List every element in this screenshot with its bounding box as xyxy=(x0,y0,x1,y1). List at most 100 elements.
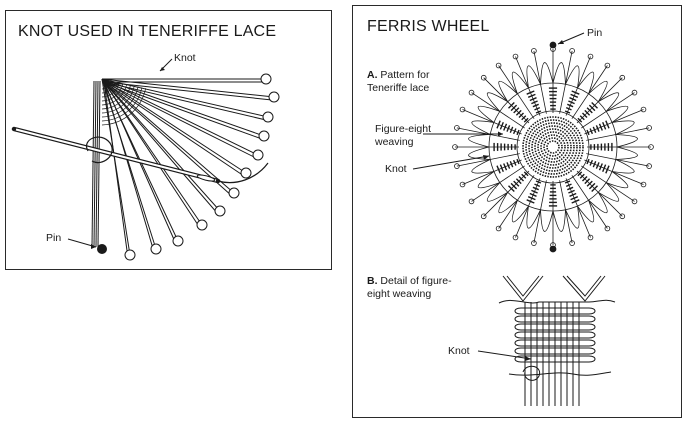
center-weaving xyxy=(531,125,575,169)
figure-eight-stitch xyxy=(571,199,580,204)
outer-loop xyxy=(606,105,629,123)
thread-line xyxy=(103,81,155,253)
spoke-thread xyxy=(533,180,547,244)
center-weaving xyxy=(537,131,569,163)
woven-arc xyxy=(101,81,116,94)
needle-icon xyxy=(11,126,269,184)
pin-head-icon xyxy=(124,249,136,261)
figure-eight-stitch xyxy=(605,165,610,174)
figure-eight-caption: Figure-eight weaving xyxy=(375,123,431,149)
pin-head-icon xyxy=(646,163,652,169)
figure-eight-weave xyxy=(514,331,596,339)
figure-eight-stitch xyxy=(598,163,603,171)
detail-knot-leader-line xyxy=(477,350,532,360)
spoke-thread xyxy=(581,165,635,202)
figure-eight-stitch xyxy=(582,112,588,118)
pin-head-icon xyxy=(172,235,184,247)
woven-arc xyxy=(101,83,124,102)
figure-eight-stitch xyxy=(592,161,597,168)
figure-eight-stitch xyxy=(516,129,520,136)
knot-leader-line xyxy=(412,155,490,170)
outer-loop xyxy=(511,200,529,223)
spoke-thread xyxy=(462,159,522,185)
figure-eight-stitch xyxy=(506,125,511,132)
figure-eight-weave xyxy=(514,347,596,355)
part-a-line1: Pattern for xyxy=(380,69,430,81)
figure-eight-stitch xyxy=(526,199,535,204)
figure-eight-stitch xyxy=(508,185,515,192)
figure-eight-stitch xyxy=(569,97,577,102)
figure-eight-stitch xyxy=(567,186,574,191)
figure-eight-stitch xyxy=(499,121,504,130)
pin-head-icon xyxy=(150,243,162,255)
pin-head-icon xyxy=(262,111,274,123)
part-b-line2: eight weaving xyxy=(367,288,432,300)
thread-v xyxy=(566,275,602,297)
ferris-wheel-title: FERRIS WHEEL xyxy=(367,18,490,35)
thread-line xyxy=(93,80,97,248)
spoke-thread xyxy=(462,109,522,135)
outer-loop xyxy=(577,71,595,94)
outer-loop xyxy=(598,92,619,112)
woven-arc xyxy=(101,82,120,98)
center-weaving xyxy=(543,137,563,157)
outer-loop xyxy=(552,209,566,232)
thread-line xyxy=(101,78,247,174)
outer-loop xyxy=(577,200,595,223)
figure-eight-weave xyxy=(514,355,596,363)
figure-eight-weave xyxy=(514,339,596,347)
figure-eight-detail-illustration xyxy=(498,275,616,406)
spoke-thread xyxy=(559,50,573,114)
figure-eight-stitch xyxy=(513,107,520,114)
pin-head-icon xyxy=(569,240,575,246)
spoke-thread xyxy=(565,56,591,116)
figure-eight-stitch xyxy=(509,126,514,133)
figure-eight-stitch xyxy=(503,163,508,171)
figure-eight-stitch xyxy=(503,123,508,131)
outer-loop xyxy=(565,206,580,229)
outer-loop xyxy=(477,171,500,189)
figure-eight-stitch xyxy=(591,185,598,192)
spoke-thread xyxy=(515,178,541,238)
figure-eight-stitch xyxy=(534,106,541,111)
pin-head-icon xyxy=(604,62,611,69)
weft-thread xyxy=(508,371,612,376)
pin-head-icon xyxy=(604,225,611,232)
part-b-letter: B. xyxy=(367,275,378,287)
spoke-thread xyxy=(515,56,541,116)
thread-v xyxy=(502,275,544,302)
outer-loop xyxy=(565,65,580,88)
thread-line xyxy=(103,81,245,177)
figure-eight-weave xyxy=(514,315,596,323)
figure-eight-stitch xyxy=(510,104,518,112)
spoke-thread xyxy=(581,92,635,129)
figure-eight-stitch xyxy=(496,165,501,174)
thread-line xyxy=(103,81,273,101)
figure-eight-stitch xyxy=(570,93,579,98)
figure-eight-stitch xyxy=(509,161,514,168)
woven-arc xyxy=(101,86,139,118)
figure-eight-stitch xyxy=(565,183,572,188)
spoke-thread xyxy=(498,65,535,119)
spoke-thread xyxy=(571,175,608,229)
thread-line xyxy=(97,80,101,248)
wheel-ring xyxy=(488,82,618,212)
spoke-thread xyxy=(584,109,644,135)
thread-line xyxy=(103,81,267,121)
knot-loop xyxy=(522,365,541,381)
pin-label: Pin xyxy=(46,232,62,244)
figure-eight-stitch xyxy=(588,104,596,112)
figure-eight-stitch xyxy=(569,192,577,197)
pin-head-icon xyxy=(240,167,252,179)
figure-eight-stitch xyxy=(602,164,607,173)
spoke-thread xyxy=(584,159,644,185)
pin-head-icon xyxy=(228,187,240,199)
knot-fan-illustration xyxy=(11,58,280,261)
figure-eight-stitch xyxy=(499,164,504,173)
thread-line xyxy=(103,81,257,159)
figure-eight-stitch xyxy=(595,125,600,132)
weft-thread xyxy=(498,299,616,304)
figure-eight-stitch xyxy=(515,178,522,185)
thread-line xyxy=(103,81,263,140)
center-weaving xyxy=(528,122,578,172)
